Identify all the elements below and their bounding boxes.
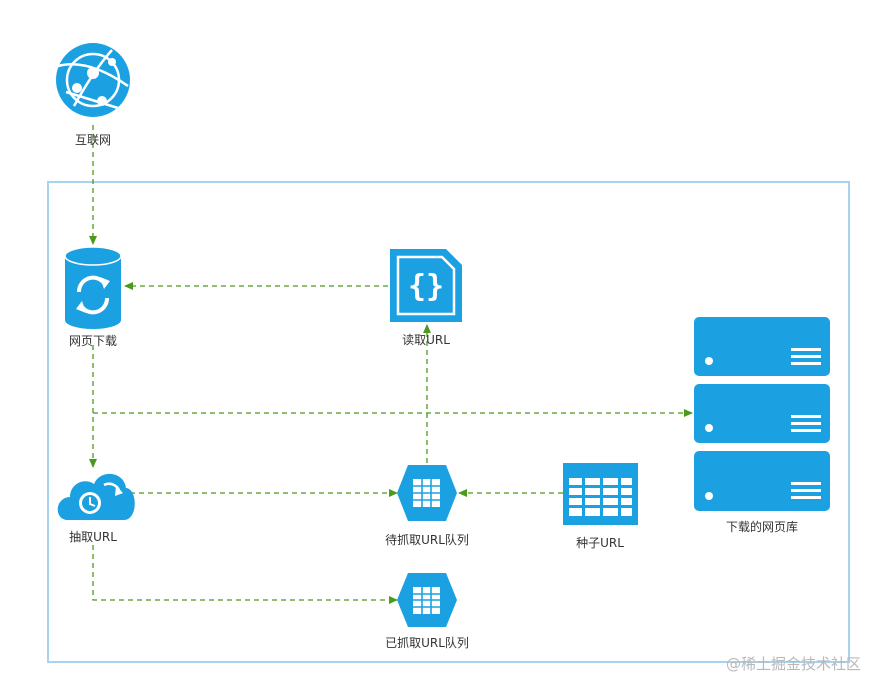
database-sync-icon: [64, 246, 122, 329]
watermark: @稀土掘金技术社区: [725, 655, 861, 673]
label-seed-url: 种子URL: [576, 536, 624, 550]
server-icon: [694, 384, 830, 443]
label-crawled-queue: 已抓取URL队列: [385, 636, 469, 650]
globe-icon: [56, 43, 130, 117]
server-icon: [694, 317, 830, 376]
server-icon: [694, 451, 830, 511]
cloud-clock-icon: [57, 473, 135, 520]
label-pending-queue: 待抓取URL队列: [385, 533, 469, 547]
code-file-icon: {}: [390, 249, 462, 322]
label-internet: 互联网: [74, 133, 112, 147]
table-icon: [563, 463, 638, 525]
label-page-download: 网页下载: [68, 334, 118, 348]
queue-hexagon-icon: [397, 573, 457, 627]
system-boundary: [47, 181, 850, 663]
label-page-store: 下载的网页库: [725, 520, 799, 534]
queue-hexagon-icon: [397, 465, 457, 521]
label-extract-url: 抽取URL: [69, 530, 117, 544]
edge-extract-to-crawled: [92, 545, 398, 604]
svg-text:{}: {}: [408, 269, 444, 304]
label-read-url: 读取URL: [402, 333, 450, 347]
